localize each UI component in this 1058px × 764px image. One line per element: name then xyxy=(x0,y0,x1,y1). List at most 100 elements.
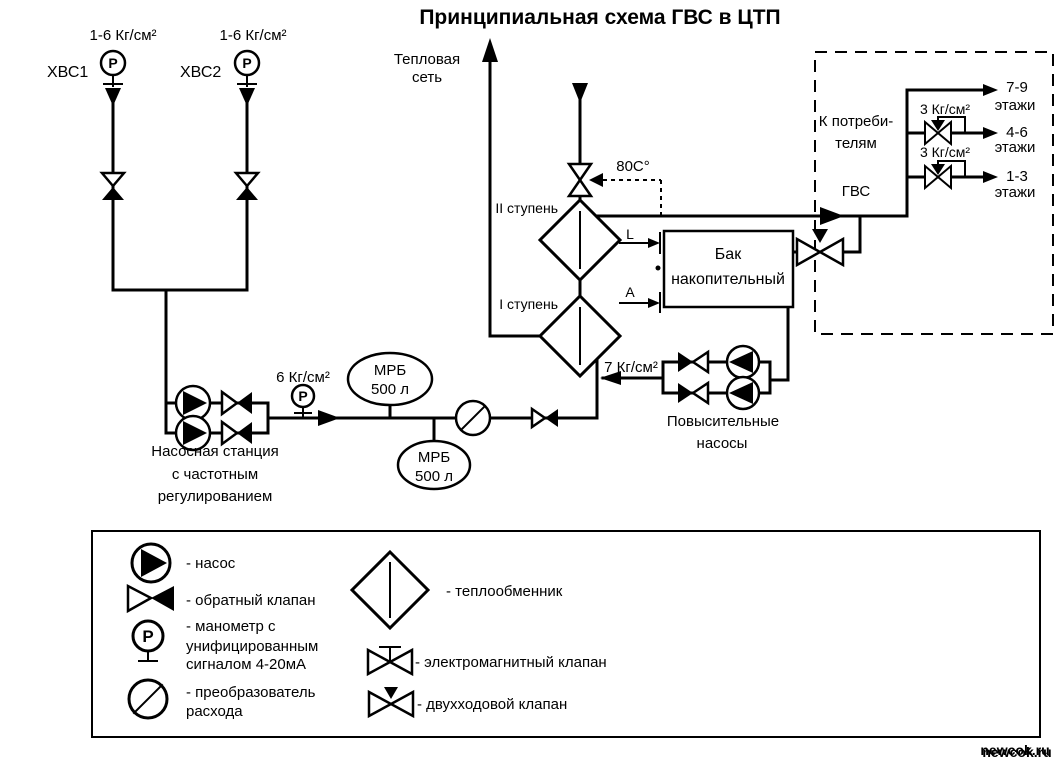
heat-network-label-line1: Тепловая xyxy=(394,51,460,68)
expansion-tank-upper: МРБ 500 л xyxy=(346,351,434,407)
expansion-lower-name: МРБ xyxy=(418,449,451,466)
flow-down-arrow-icon xyxy=(239,88,255,106)
legend-check-valve-icon xyxy=(126,583,174,614)
floor1-word-label: этажи xyxy=(995,97,1036,114)
gauge-stem xyxy=(237,74,257,87)
valve-actuator-arrow xyxy=(931,120,945,131)
flow-converter-diagonal xyxy=(459,404,487,432)
heat-network: Тепловая сеть 80С° xyxy=(394,38,662,215)
legend-hx-label: - теплообменник xyxy=(446,583,563,600)
control-dashed-line xyxy=(603,179,662,215)
watermark-text: newcok.ru xyxy=(980,742,1049,758)
flow-converter-icon xyxy=(454,399,492,437)
tank-label-line2: накопительный xyxy=(671,271,785,288)
pump-station-label-line3: регулированием xyxy=(158,488,273,505)
branch-arrow-icon xyxy=(983,84,998,96)
valve-left xyxy=(795,236,823,268)
gvs-flow-arrow-icon xyxy=(820,207,844,225)
legend-em-valve-icon xyxy=(366,646,414,677)
gauge-stem xyxy=(138,650,158,662)
shutoff-valve-icon xyxy=(99,171,127,200)
floor2-range-label: 4-6 xyxy=(1006,124,1028,141)
gauge-stem xyxy=(294,406,312,417)
expansion-tank-body xyxy=(346,351,434,407)
heat-exchanger-icon xyxy=(537,293,623,379)
hvs2-label: ХВС2 xyxy=(180,64,221,81)
pump-rotor xyxy=(141,549,167,577)
level-arrow-icon xyxy=(648,298,660,308)
dhw-distribution: 7-9 этажи 3 Кг/см² 4-6 этажи 3 Кг/см² 1-… xyxy=(820,79,1035,225)
return-up-arrow-icon xyxy=(482,38,498,62)
booster-label-line1: Повысительные xyxy=(667,413,779,430)
gauge-letter: P xyxy=(242,55,251,71)
level-sensor-top: L xyxy=(619,226,661,254)
booster-out-arrow-icon xyxy=(600,371,621,385)
heat-network-label-line2: сеть xyxy=(412,69,442,86)
em-valve-bottom xyxy=(566,177,594,198)
page-title: Принципиальная схема ГВС в ЦТП xyxy=(419,6,780,29)
valve-actuator-arrow xyxy=(812,229,828,243)
electromagnetic-valve-icon xyxy=(566,162,594,198)
check-valve-icon xyxy=(220,419,252,447)
pump-station-label-line1: Насосная станция xyxy=(151,443,279,460)
booster-label-line2: насосы xyxy=(697,435,748,452)
gauge-letter: P xyxy=(108,55,117,71)
gauge-stem xyxy=(103,74,123,87)
legend-gauge-icon: P xyxy=(131,619,165,662)
valve-actuator-arrow xyxy=(384,687,398,699)
cv-right xyxy=(690,349,710,375)
stage1-label: I ступень xyxy=(499,296,558,312)
legend-pump-icon xyxy=(130,542,172,584)
legend-gauge-label-line3: сигналом 4-20мА xyxy=(186,656,306,673)
legend-flow-label-line1: - преобразователь xyxy=(186,684,316,701)
floor3-range-label: 1-3 xyxy=(1006,168,1028,185)
cv-left xyxy=(220,389,240,417)
legend-em-valve-label: - электромагнитный клапан xyxy=(415,654,607,671)
cv-right xyxy=(237,422,252,444)
check-valve-icon xyxy=(678,349,710,375)
heat-exchangers: II ступень I ступень xyxy=(495,197,623,379)
valve-left xyxy=(924,163,940,191)
valve-top xyxy=(99,171,127,188)
expansion-lower-volume: 500 л xyxy=(415,468,453,485)
valve-bottom xyxy=(236,187,258,200)
valve-left xyxy=(367,689,394,719)
legend-pump-label: - насос xyxy=(186,555,236,572)
legend: - насос - обратный клапан P - манометр с… xyxy=(91,530,1041,738)
cold-water-inlet-2: 1-6 Кг/см² ХВС2 P xyxy=(180,27,287,200)
storage-tank: Бак накопительный L A xyxy=(619,226,845,313)
legend-check-valve-label: - обратный клапан xyxy=(186,592,316,609)
check-valve-icon xyxy=(530,406,558,430)
pressure-gauge-icon: P xyxy=(99,49,127,87)
consumers-label-line2: телям xyxy=(835,135,877,152)
cv-left xyxy=(530,406,548,430)
valve-right xyxy=(388,689,415,719)
legend-border xyxy=(91,530,1041,738)
branch-arrow-icon xyxy=(983,171,998,183)
regulator-impulse-loop xyxy=(937,160,966,178)
tank-label-line1: Бак xyxy=(715,246,742,263)
watermark: newcok.ru newcok.ru xyxy=(980,742,1051,760)
pipe-heat-return xyxy=(488,58,543,338)
pump-rotor xyxy=(183,421,207,445)
valve-right xyxy=(387,647,414,677)
level-top-label: L xyxy=(626,226,634,242)
valve-left xyxy=(366,647,393,677)
gauge-body xyxy=(233,49,261,77)
shutoff-valve-icon xyxy=(233,171,261,200)
valve-right xyxy=(936,163,952,191)
floor2-word-label: этажи xyxy=(995,139,1036,156)
pump-rotor xyxy=(729,382,753,404)
reg-pressure1-label: 3 Кг/см² xyxy=(920,101,970,117)
stage2-label: II ступень xyxy=(495,200,558,216)
pump-icon xyxy=(725,375,761,411)
cold-water-inlet-1: 1-6 Кг/см² ХВС1 P xyxy=(47,27,157,200)
supply-line-fittings: 6 Кг/см² P МРБ 500 л МРБ 500 л xyxy=(276,351,558,491)
pressure-label-6kg: 6 Кг/см² xyxy=(276,369,330,386)
expansion-upper-name: МРБ xyxy=(374,362,407,379)
level-arrow-icon xyxy=(648,238,660,248)
cv-left xyxy=(678,352,693,372)
regulator-impulse-loop xyxy=(937,116,966,134)
